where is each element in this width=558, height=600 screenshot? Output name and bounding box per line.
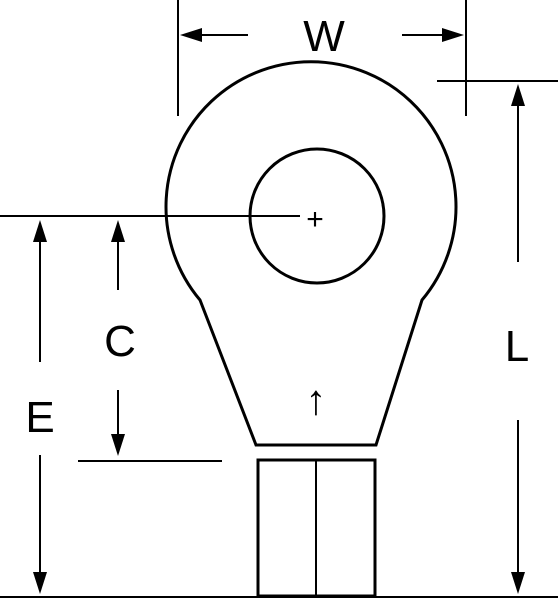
direction-arrow-icon: ↑: [306, 376, 327, 423]
c-arrow-down-icon: [111, 434, 125, 456]
center-mark: +: [306, 203, 324, 236]
c-label: C: [104, 317, 136, 366]
e-arrow-down-icon: [33, 572, 47, 594]
e-label: E: [25, 393, 54, 442]
w-arrow-left-icon: [180, 28, 202, 42]
dimension-w: W: [177, 0, 467, 116]
dimension-e: E: [25, 220, 55, 594]
dimension-l: L: [437, 80, 558, 594]
terminal-outline: [164, 60, 458, 447]
w-arrow-right-icon: [442, 28, 464, 42]
w-label: W: [303, 12, 345, 61]
l-label: L: [505, 322, 529, 371]
l-arrow-up-icon: [511, 84, 525, 106]
c-arrow-up-icon: [111, 220, 125, 242]
dimension-c: C: [78, 220, 222, 462]
e-arrow-up-icon: [33, 220, 47, 242]
l-arrow-down-icon: [511, 572, 525, 594]
